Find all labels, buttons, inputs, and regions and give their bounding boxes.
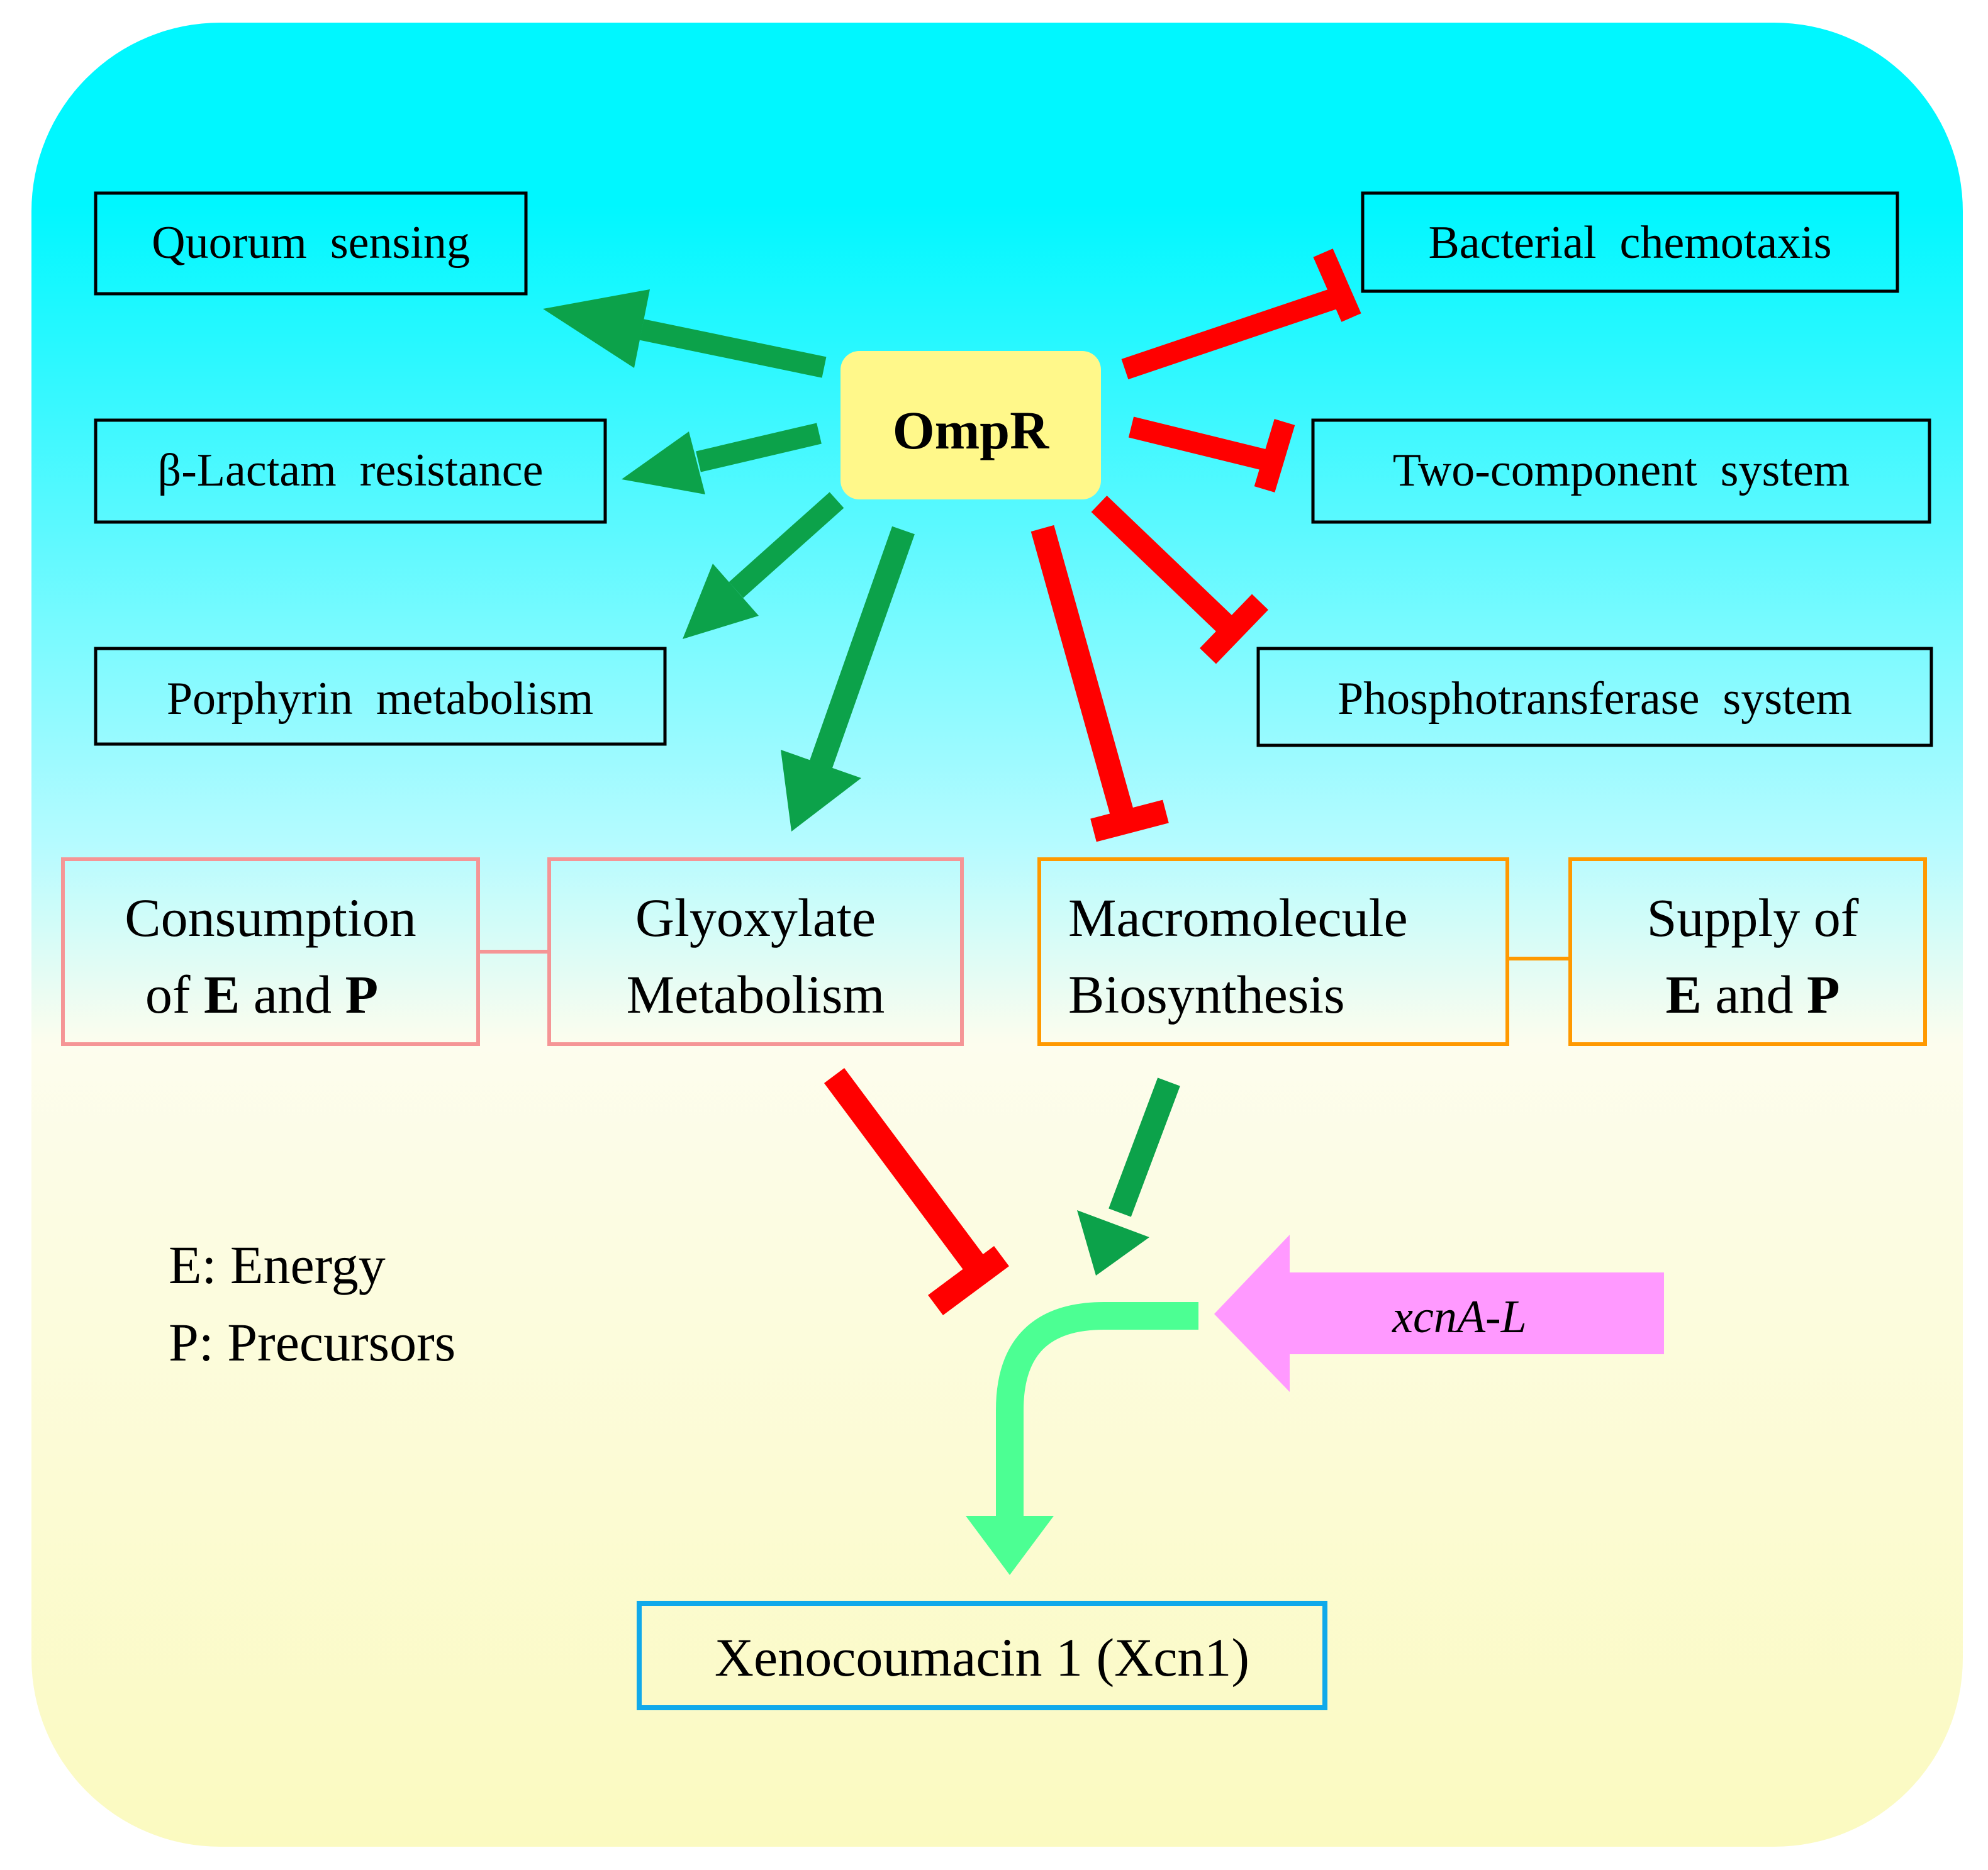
node-ompr: OmpR <box>840 351 1101 499</box>
activate-macromolecule-to-xcn1 <box>1077 1077 1180 1276</box>
node-bacterial-chemotaxis: Bacterial chemotaxis <box>1361 191 1899 293</box>
node-consumption: Consumption of E and P <box>61 857 480 1046</box>
phosphotransferase-label: Phosphotransferase system <box>1337 673 1852 725</box>
arrow-ompr-to-porphyrin <box>683 492 844 639</box>
inhibit-ompr-to-macromolecule <box>1030 525 1169 842</box>
supply-line2: E and P <box>1665 964 1840 1025</box>
legend-precursors: P: Precursors <box>169 1312 455 1372</box>
macromolecule-line1: Macromolecule <box>1068 888 1408 948</box>
xcn1-label: Xenocoumacin 1 (Xcn1) <box>715 1627 1249 1688</box>
glyoxylate-line2: Metabolism <box>627 964 885 1025</box>
consumption-e: E <box>204 964 240 1025</box>
porphyrin-label: Porphyrin metabolism <box>167 673 593 725</box>
supply-and: and <box>1702 964 1807 1025</box>
supply-line1: Supply of <box>1647 888 1859 948</box>
promoter-bent-arrow <box>966 1302 1198 1575</box>
legend: E: Energy P: Precursors <box>169 1235 455 1372</box>
chemotaxis-label: Bacterial chemotaxis <box>1428 217 1831 269</box>
arrow-ompr-to-lactam <box>622 423 822 494</box>
beta-lactam-label: β-Lactam resistance <box>158 445 544 496</box>
gene-label: xcnA-L <box>1392 1291 1527 1343</box>
supply-e: E <box>1665 964 1701 1025</box>
consumption-of: of <box>145 964 204 1025</box>
supply-p: P <box>1807 964 1840 1025</box>
inhibit-ompr-to-two-component <box>1128 416 1295 493</box>
consumption-p: P <box>345 964 379 1025</box>
node-glyoxylate-metabolism: Glyoxylate Metabolism <box>547 857 964 1046</box>
node-quorum-sensing: Quorum sensing <box>94 191 528 296</box>
quorum-sensing-label: Quorum sensing <box>152 217 470 269</box>
legend-energy: E: Energy <box>169 1235 386 1295</box>
inhibit-ompr-to-chemotaxis <box>1121 248 1361 380</box>
glyoxylate-line1: Glyoxylate <box>635 888 876 948</box>
consumption-line1: Consumption <box>125 888 416 948</box>
inhibit-glyoxylate-to-xcn1 <box>824 1068 1009 1316</box>
background-panel <box>31 23 1963 1847</box>
node-xenocoumacin: Xenocoumacin 1 (Xcn1) <box>637 1601 1327 1710</box>
two-component-label: Two-component system <box>1393 445 1850 496</box>
node-porphyrin-metabolism: Porphyrin metabolism <box>94 647 667 746</box>
inhibition-arrows <box>1030 248 1361 842</box>
ompr-label: OmpR <box>893 400 1049 460</box>
node-phosphotransferase-system: Phosphotransferase system <box>1256 647 1933 747</box>
macromolecule-line2: Biosynthesis <box>1068 964 1345 1025</box>
activation-arrows <box>543 289 915 832</box>
consumption-and: and <box>240 964 345 1025</box>
node-macromolecule-biosynthesis: Macromolecule Biosynthesis <box>1037 857 1509 1046</box>
node-beta-lactam-resistance: β-Lactam resistance <box>94 418 607 524</box>
node-two-component-system: Two-component system <box>1311 418 1931 524</box>
consumption-line2: of E and P <box>145 964 378 1025</box>
gene-arrow-xcnA-L: xcnA-L <box>1214 1235 1664 1392</box>
node-supply: Supply of E and P <box>1568 857 1927 1046</box>
arrow-ompr-to-quorum <box>543 289 827 378</box>
inhibit-ompr-to-phosphotransferase <box>1091 495 1268 664</box>
arrow-ompr-to-glyoxylate <box>781 526 915 832</box>
